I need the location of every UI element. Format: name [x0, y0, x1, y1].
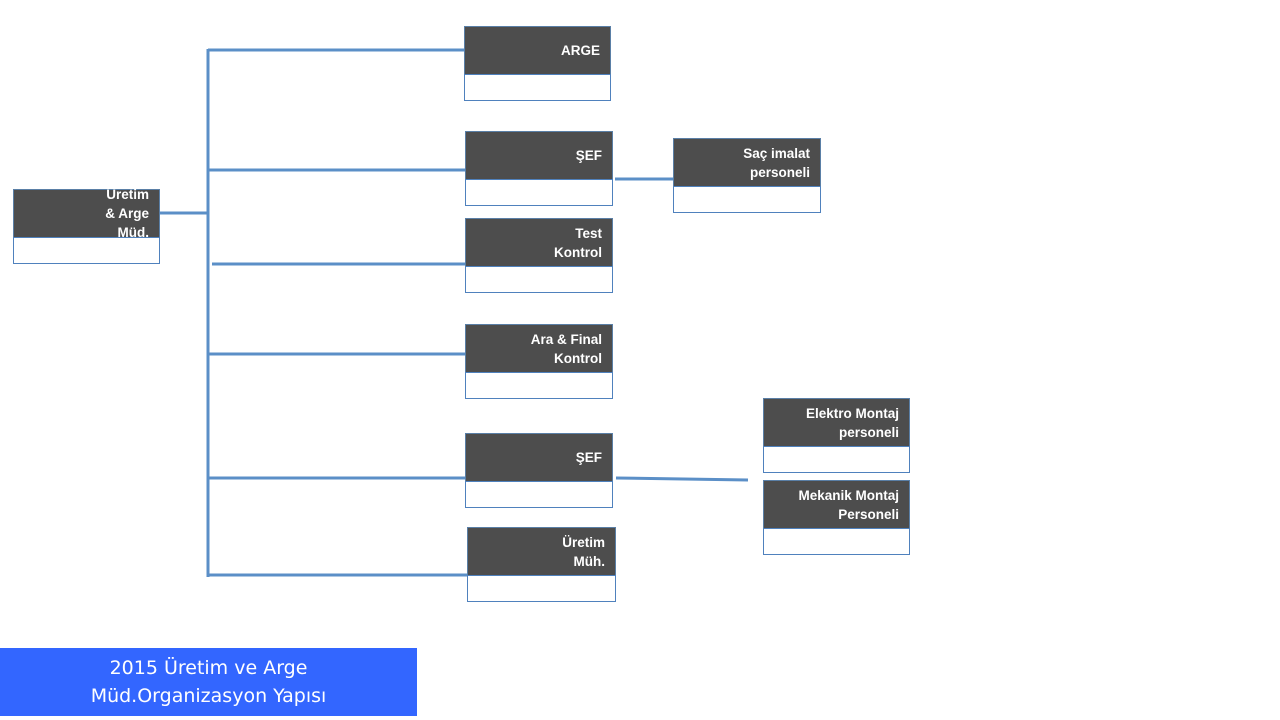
node-label-line: Personeli	[838, 506, 899, 522]
node-test-kontrol: Test Kontrol	[465, 218, 613, 293]
node-label-line: Üretim	[106, 187, 149, 202]
node-label-line: Test	[575, 225, 602, 241]
node-arge: ARGE	[464, 26, 611, 101]
page-title-line-2: Müd.Organizasyon Yapısı	[90, 685, 327, 707]
node-header: Elektro Montaj personeli	[763, 398, 910, 446]
node-label-line: ŞEF	[575, 148, 602, 163]
node-uretim-arge-mud: Üretim & Arge Müd.	[13, 187, 160, 264]
node-header: ŞEF	[465, 131, 613, 179]
node-elektro-montaj-personeli: Elektro Montaj personeli	[763, 398, 910, 473]
node-label-line: Elektro Montaj	[805, 405, 899, 421]
node-subtitle-box	[467, 575, 616, 602]
node-label-line: ŞEF	[575, 450, 602, 465]
node-ara-final-kontrol: Ara & Final Kontrol	[465, 324, 613, 399]
node-label-line: ARGE	[560, 43, 600, 58]
node-subtitle-box	[13, 237, 160, 264]
node-label-line: Müd.	[117, 225, 150, 240]
node-subtitle-box	[464, 74, 611, 101]
node-sef-2: ŞEF	[465, 433, 613, 508]
node-header: Test Kontrol	[465, 218, 613, 266]
node-header: Mekanik Montaj Personeli	[763, 480, 910, 528]
node-header: ŞEF	[465, 433, 613, 481]
node-subtitle-box	[465, 372, 613, 399]
node-label-line: Üretim	[562, 534, 605, 550]
node-header: Ara & Final Kontrol	[465, 324, 613, 372]
node-mekanik-montaj-personeli: Mekanik Montaj Personeli	[763, 480, 910, 555]
node-subtitle-box	[465, 266, 613, 293]
node-label-line: Müh.	[573, 553, 606, 569]
node-subtitle-box	[763, 528, 910, 555]
node-uretim-muh: Üretim Müh.	[467, 527, 616, 602]
node-header: ARGE	[464, 26, 611, 74]
node-label-line: & Arge	[105, 206, 149, 221]
page-title-banner: 2015 Üretim ve Arge Müd.Organizasyon Yap…	[0, 648, 417, 716]
page-title-line-1: 2015 Üretim ve Arge	[109, 657, 308, 679]
node-header: Üretim Müh.	[467, 527, 616, 575]
node-label-line: Saç imalat	[743, 145, 810, 161]
node-label-line: personeli	[749, 164, 810, 180]
node-label-line: Kontrol	[554, 244, 602, 260]
node-subtitle-box	[465, 481, 613, 508]
node-header: Üretim & Arge Müd.	[13, 187, 160, 240]
node-sef-1: ŞEF	[465, 131, 613, 206]
node-subtitle-box	[673, 186, 821, 213]
node-label-line: Kontrol	[554, 350, 602, 366]
node-header: Saç imalat personeli	[673, 138, 821, 186]
node-label-line: Mekanik Montaj	[798, 487, 899, 503]
node-sac-imalat-personeli: Saç imalat personeli	[673, 138, 821, 213]
connector-sef2-to-montaj	[615, 476, 749, 482]
node-subtitle-box	[763, 446, 910, 473]
node-label-line: Ara & Final	[530, 331, 602, 347]
node-subtitle-box	[465, 179, 613, 206]
node-label-line: personeli	[838, 424, 899, 440]
